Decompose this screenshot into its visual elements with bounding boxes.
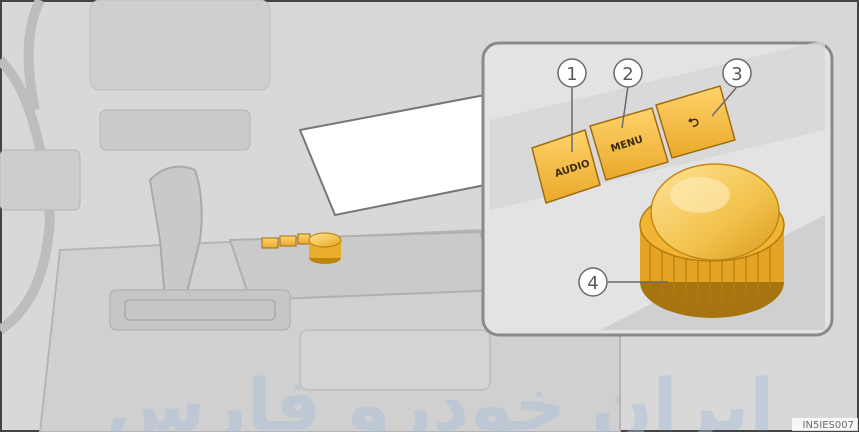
callout-1: 1 xyxy=(558,59,586,87)
callout-3: 3 xyxy=(723,59,751,87)
callout-4-number: 4 xyxy=(587,273,598,294)
climate-panel xyxy=(100,110,250,150)
callout-1-number: 1 xyxy=(566,64,577,85)
callout-2: 2 xyxy=(614,59,642,87)
callout-3-number: 3 xyxy=(731,64,742,85)
center-stack xyxy=(90,0,270,90)
controller-knob xyxy=(640,164,784,318)
callout-4: 4 xyxy=(579,268,607,296)
callout-2-number: 2 xyxy=(622,64,633,85)
image-code: IN5IES007 xyxy=(803,420,855,431)
left-panel xyxy=(0,150,80,210)
watermark-text: ایران خودرو فارس xyxy=(106,363,774,432)
console-knob-small xyxy=(309,233,341,264)
